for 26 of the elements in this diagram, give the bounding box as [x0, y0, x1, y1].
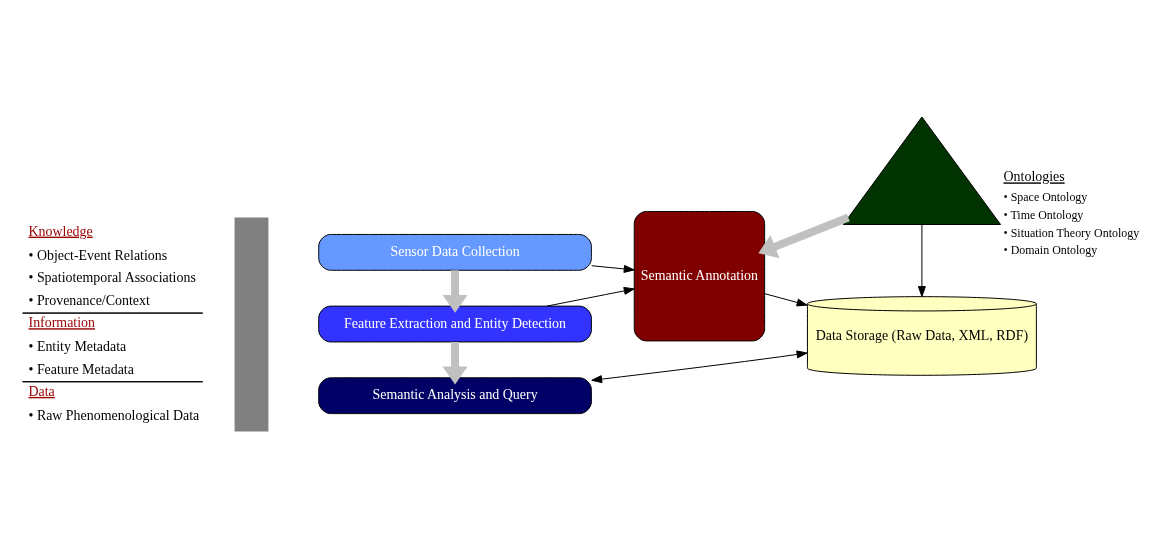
arrow — [764, 293, 808, 307]
arrow — [591, 264, 635, 273]
label: • Provenance/Context — [28, 293, 150, 309]
arrow — [591, 350, 808, 384]
label: Data — [28, 383, 55, 399]
label: • Raw Phenomenological Data — [28, 407, 200, 423]
node-box: Feature Extraction and Entity Detection — [318, 305, 592, 343]
node-box: Semantic Analysis and Query — [318, 377, 592, 415]
label: • Object-Event Relations — [28, 247, 168, 263]
node-label: • Time Ontology — [1003, 207, 1084, 222]
label: Information — [28, 315, 96, 331]
node-box: Sensor Data Collection — [318, 233, 592, 271]
arrow — [758, 213, 850, 259]
label: Knowledge — [28, 223, 93, 239]
label: • Spatiotemporal Associations — [28, 270, 196, 286]
arrow — [917, 224, 926, 298]
node-label: • Situation Theory Ontology — [1003, 225, 1140, 240]
arrow — [442, 270, 468, 313]
label: • Feature Metadata — [28, 362, 134, 377]
arrow — [546, 286, 635, 307]
label: • Entity Metadata — [28, 339, 127, 355]
node-box: Semantic Annotation — [633, 211, 766, 342]
node-label: • Space Ontology — [1003, 189, 1088, 204]
node-label: Ontologies — [1003, 169, 1065, 185]
node-label: • Domain Ontology — [1003, 243, 1098, 258]
arrow — [442, 342, 468, 385]
